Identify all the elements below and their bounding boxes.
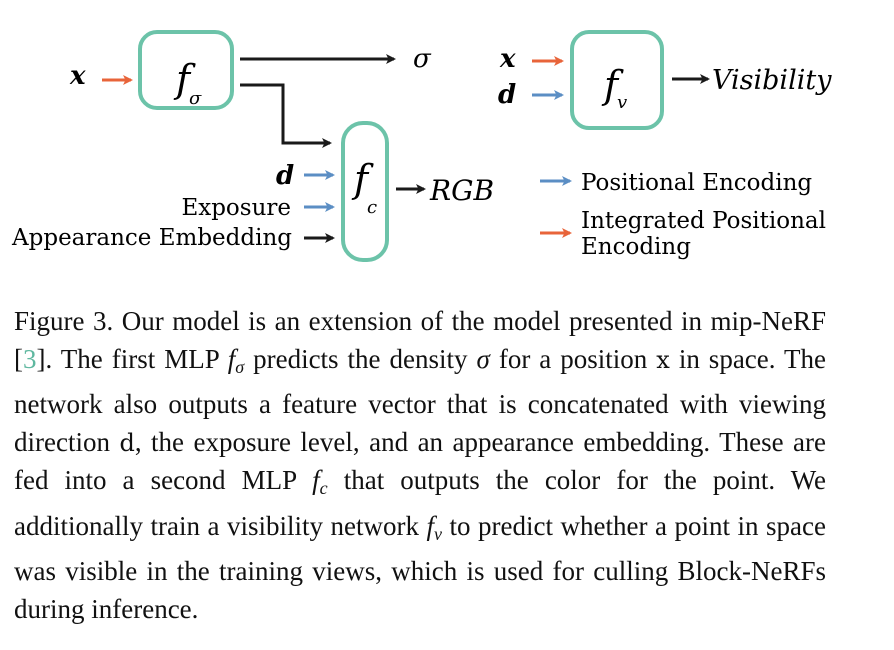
caption-segment: , the exposure level, and an appearance …: [14, 426, 826, 496]
feature-arrow: [240, 83, 332, 148]
caption-segment: predicts the density: [244, 343, 477, 374]
math-f-v: fv: [426, 510, 443, 544]
f-sigma-block: f σ: [138, 30, 234, 110]
caption-segment: that outputs the color for the point. We…: [14, 465, 826, 541]
legend-item-positional-encoding: Positional Encoding: [540, 170, 812, 196]
x-input-label-visibility: x: [499, 44, 516, 74]
d-input-label: d: [276, 161, 294, 191]
d-input-label-visibility: d: [498, 80, 516, 110]
legend-label-integrated-line1: Integrated Positional: [581, 208, 826, 234]
f-sigma-subscript: σ: [189, 88, 202, 109]
exposure-input-label: Exposure: [181, 195, 291, 221]
legend-label-integrated-line2: Encoding: [581, 234, 691, 260]
caption-segment: for a position: [489, 343, 657, 374]
caption-text: Figure 3. Our model is an extension of t…: [14, 303, 826, 628]
appearance-input-label: Appearance Embedding: [11, 225, 292, 251]
f-c-block: f c: [341, 121, 389, 262]
sigma-output-label: σ: [413, 44, 432, 74]
math-subscript: σ: [235, 356, 245, 377]
rgb-output-label: RGB: [429, 174, 494, 207]
math-d: d: [119, 428, 135, 457]
f-v-subscript: v: [617, 92, 627, 113]
x-input-label: x: [69, 61, 86, 91]
math-symbol: f: [426, 510, 435, 541]
legend-label-positional: Positional Encoding: [581, 170, 812, 196]
f-c-symbol: f: [351, 157, 374, 201]
legend-item-integrated-positional-encoding: Integrated Positional Encoding: [540, 208, 826, 260]
caption-segment: Our model is an extension of the model p…: [14, 306, 826, 374]
f-c-subscript: c: [367, 197, 377, 218]
caption-segment: to predict whether a point in space was …: [14, 510, 826, 624]
figure-caption: Figure 3. Our model is an extension of t…: [14, 303, 826, 628]
math-x: x: [656, 345, 670, 374]
citation-link[interactable]: 3: [23, 343, 37, 374]
math-symbol: f: [227, 343, 236, 374]
caption-segment: ]. The first MLP: [36, 343, 228, 374]
math-sigma: σ: [476, 343, 490, 374]
f-v-block: f v: [570, 30, 664, 130]
caption-segment: in space. The network also outputs a fea…: [14, 343, 826, 457]
legend: Positional Encoding Integrated Positiona…: [540, 170, 826, 260]
visibility-output-label: Visibility: [712, 65, 832, 96]
math-symbol: f: [312, 465, 320, 495]
architecture-diagram: f σ x σ f c d Exposure Appearance Embedd…: [11, 30, 832, 262]
math-f-c: fc: [312, 465, 328, 498]
figure-label: Figure 3.: [14, 306, 114, 336]
math-f-sigma: fσ: [227, 343, 245, 377]
math-subscript: c: [319, 478, 328, 498]
math-subscript: v: [434, 523, 443, 544]
